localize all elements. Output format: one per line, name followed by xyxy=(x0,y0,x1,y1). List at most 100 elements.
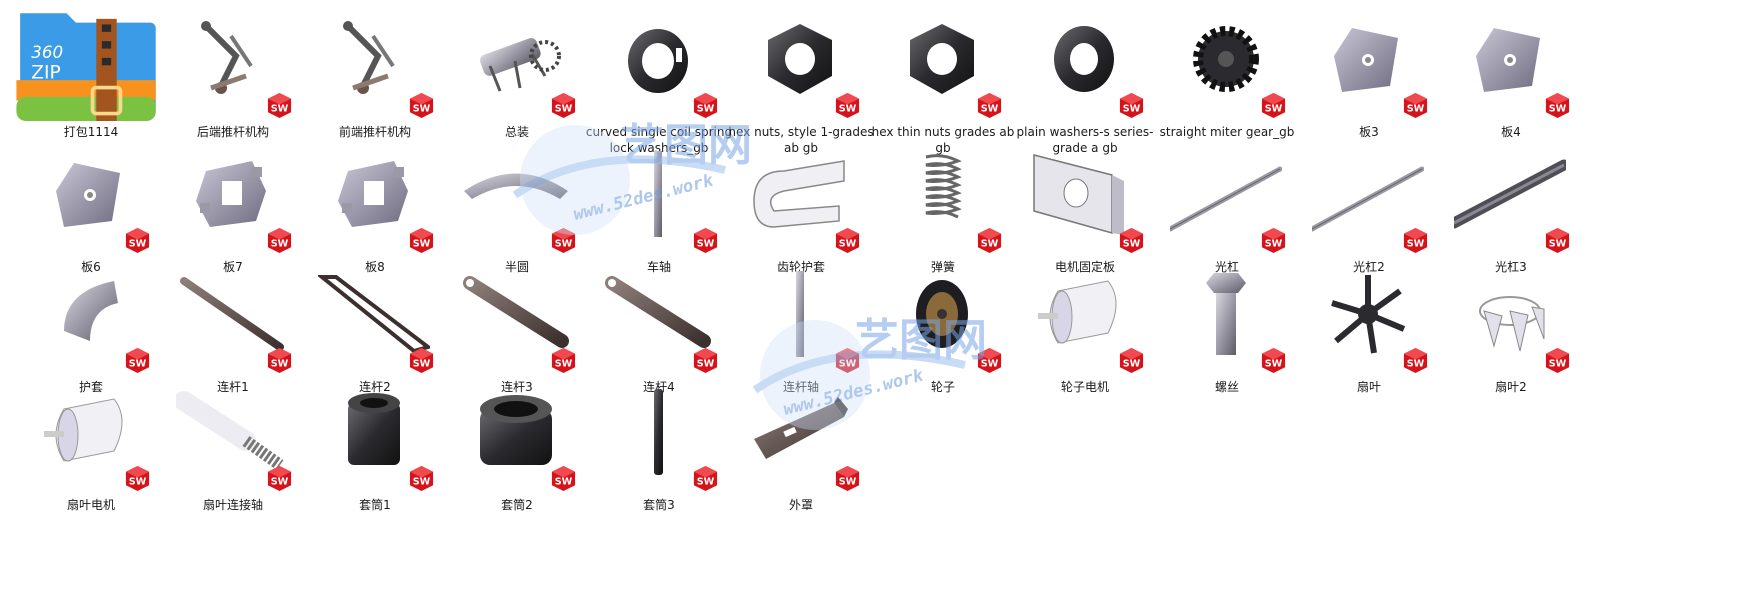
file-name-label: 后端推杆机构 xyxy=(196,125,269,139)
file-name-label: 螺丝 xyxy=(1214,380,1239,394)
motor-cylinder-icon: SW xyxy=(12,373,170,492)
file-item[interactable]: SW 连杆2 xyxy=(296,255,454,395)
solidworks-badge-icon: SW xyxy=(835,92,860,119)
solidworks-badge-icon: SW xyxy=(693,227,718,254)
file-item[interactable]: SW 光杠3 xyxy=(1432,135,1590,275)
svg-text:SW: SW xyxy=(129,238,147,249)
svg-text:SW: SW xyxy=(697,103,715,114)
file-item[interactable]: SW 后端推杆机构 xyxy=(154,0,312,140)
file-item[interactable]: SW plain washers-s series-grade a gb xyxy=(1006,0,1164,156)
file-item[interactable]: SW 扇叶2 xyxy=(1432,255,1590,395)
file-item[interactable]: SW 扇叶电机 xyxy=(12,373,170,513)
svg-text:SW: SW xyxy=(1123,103,1141,114)
file-name-label: 扇叶连接轴 xyxy=(202,498,263,512)
solidworks-badge-icon: SW xyxy=(1545,227,1570,254)
svg-text:SW: SW xyxy=(1123,238,1141,249)
file-name-label: 电机固定板 xyxy=(1054,260,1115,274)
svg-text:SW: SW xyxy=(1549,238,1567,249)
file-item[interactable]: SW straight miter gear_gb xyxy=(1148,0,1306,140)
file-name-label: 轮子 xyxy=(930,380,955,394)
solidworks-badge-icon: SW xyxy=(1403,92,1428,119)
file-item[interactable]: SW 弹簧 xyxy=(864,135,1022,275)
washer-icon: SW xyxy=(1006,0,1164,119)
svg-text:SW: SW xyxy=(1407,238,1425,249)
file-item[interactable]: SW 光杠 xyxy=(1148,135,1306,275)
file-item[interactable]: SW 光杠2 xyxy=(1290,135,1448,275)
file-item[interactable]: SW 板3 xyxy=(1290,0,1448,140)
svg-text:SW: SW xyxy=(1265,358,1283,369)
rod-diagonal-icon: SW xyxy=(1148,135,1306,254)
file-item[interactable]: SW curved single coil spring lock washer… xyxy=(580,0,738,156)
file-item[interactable]: SW 扇叶 xyxy=(1290,255,1448,395)
solidworks-badge-icon: SW xyxy=(267,92,292,119)
file-item[interactable]: SW 螺丝 xyxy=(1148,255,1306,395)
file-item[interactable]: SW 车轴 xyxy=(580,135,738,275)
solidworks-badge-icon: SW xyxy=(1545,92,1570,119)
rod-vertical-icon: SW xyxy=(580,135,738,254)
file-item[interactable]: SW hex thin nuts grades ab gb xyxy=(864,0,1022,156)
file-item[interactable]: SW 前端推杆机构 xyxy=(296,0,454,140)
plate-icon: SW xyxy=(1290,0,1448,119)
hex-nut-icon: SW xyxy=(864,0,1022,119)
file-item[interactable]: SW 套筒2 xyxy=(438,373,596,513)
file-name-label: 板6 xyxy=(81,260,101,274)
file-name-label: 板3 xyxy=(1359,125,1379,139)
file-name-label: 套筒3 xyxy=(643,498,675,512)
solidworks-badge-icon: SW xyxy=(693,465,718,492)
solidworks-badge-icon: SW xyxy=(551,92,576,119)
file-name-label: 连杆1 xyxy=(217,380,249,394)
solidworks-badge-icon: SW xyxy=(1119,92,1144,119)
file-item[interactable]: SW 护套 xyxy=(12,255,170,395)
solidworks-badge-icon: SW xyxy=(835,465,860,492)
plate-bracket-icon: SW xyxy=(296,135,454,254)
file-item[interactable]: SW 齿轮护套 xyxy=(722,135,880,275)
solidworks-badge-icon: SW xyxy=(125,347,150,374)
file-item[interactable]: SW 连杆1 xyxy=(154,255,312,395)
solidworks-badge-icon: SW xyxy=(977,347,1002,374)
file-name-label: curved single coil spring lock washers_g… xyxy=(585,125,733,155)
file-item[interactable]: SW 电机固定板 xyxy=(1006,135,1164,275)
file-name-label: 总装 xyxy=(504,125,529,139)
file-name-label: 轮子电机 xyxy=(1060,380,1109,394)
file-name-label: 光杠 xyxy=(1214,260,1239,274)
file-item[interactable]: SW 板6 xyxy=(12,135,170,275)
file-item[interactable]: SW 连杆3 xyxy=(438,255,596,395)
solidworks-badge-icon: SW xyxy=(409,465,434,492)
file-item[interactable]: SW 板8 xyxy=(296,135,454,275)
file-item[interactable]: SW 轮子 xyxy=(864,255,1022,395)
solidworks-badge-icon: SW xyxy=(1261,92,1286,119)
file-name-label: plain washers-s series-grade a gb xyxy=(1016,125,1154,155)
link-bar-icon: SW xyxy=(154,255,312,374)
file-item[interactable]: SW hex nuts, style 1-grades ab gb xyxy=(722,0,880,156)
motor-cylinder-icon: SW xyxy=(1006,255,1164,374)
file-item[interactable]: SW 板4 xyxy=(1432,0,1590,140)
lock-washer-icon: SW xyxy=(580,0,738,119)
file-item[interactable]: 360 ZIP 打包1114 xyxy=(12,0,170,140)
file-item[interactable]: SW 轮子电机 xyxy=(1006,255,1164,395)
file-item[interactable]: SW 扇叶连接轴 xyxy=(154,373,312,513)
solidworks-badge-icon: SW xyxy=(1403,227,1428,254)
link-frame-icon: SW xyxy=(296,255,454,374)
svg-text:SW: SW xyxy=(697,238,715,249)
svg-text:SW: SW xyxy=(129,476,147,487)
plate-icon: SW xyxy=(12,135,170,254)
assembly-linkage-icon: SW xyxy=(296,0,454,119)
svg-text:SW: SW xyxy=(271,103,289,114)
file-item[interactable]: SW 外罩 xyxy=(722,373,880,513)
sleeve-arc-icon: SW xyxy=(12,255,170,374)
file-name-label: 打包1114 xyxy=(63,125,119,139)
file-item[interactable]: SW 套筒3 xyxy=(580,373,738,513)
solidworks-badge-icon: SW xyxy=(977,92,1002,119)
file-item[interactable]: SW 连杆4 xyxy=(580,255,738,395)
file-item[interactable]: SW 板7 xyxy=(154,135,312,275)
solidworks-badge-icon: SW xyxy=(551,347,576,374)
solidworks-badge-icon: SW xyxy=(1261,347,1286,374)
file-name-label: 扇叶 xyxy=(1356,380,1381,394)
solidworks-badge-icon: SW xyxy=(977,227,1002,254)
svg-text:SW: SW xyxy=(697,358,715,369)
solidworks-badge-icon: SW xyxy=(267,227,292,254)
file-item[interactable]: SW 半圆 xyxy=(438,135,596,275)
file-name-label: 连杆2 xyxy=(359,380,391,394)
file-item[interactable]: SW 总装 xyxy=(438,0,596,140)
file-item[interactable]: SW 套筒1 xyxy=(296,373,454,513)
